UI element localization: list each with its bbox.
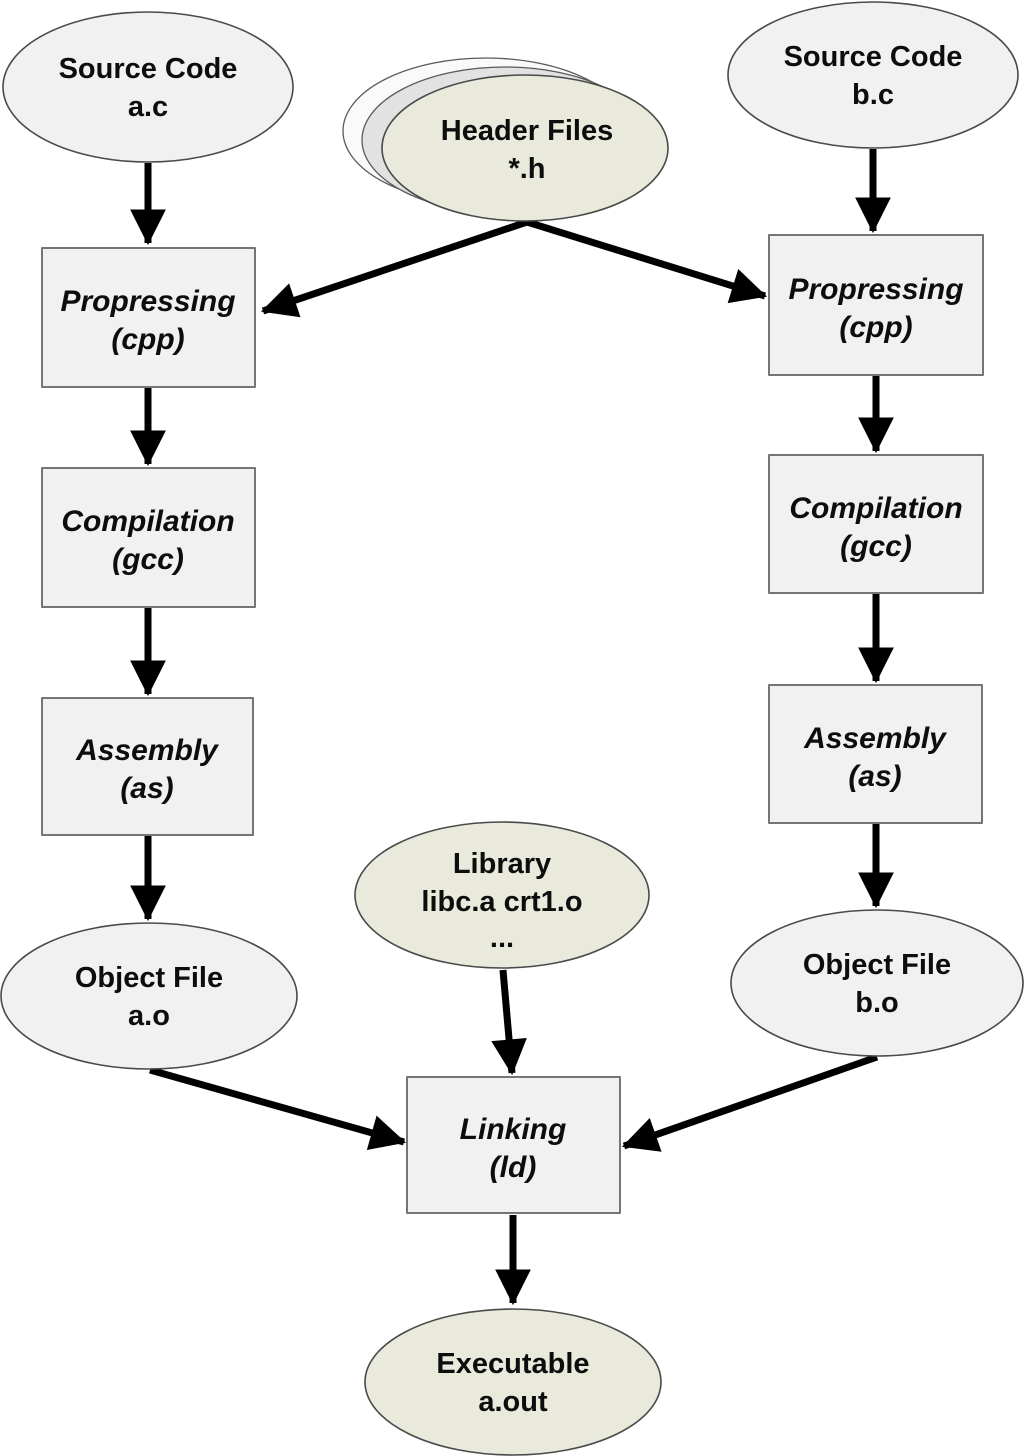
source-b-label-line2: b.c [852,79,894,111]
object-a-label-line1: Object File [75,962,223,994]
library-label-line2: libc.a crt1.o [421,886,582,918]
compile-left-label-line1: Compilation [61,505,234,538]
header-files-label-line2: *.h [508,153,545,185]
executable-ellipse [364,1308,662,1456]
source-a-ellipse [2,11,294,163]
header-files-label-line1: Header Files [441,115,613,147]
preprocess-right-label-line2: (cpp) [839,311,912,344]
node-object-file-b: Object File b.o [730,909,1024,1057]
assembly-left-label-line2: (as) [120,772,173,805]
node-compile-left: Compilation (gcc) [41,467,256,608]
object-b-ellipse [730,909,1024,1057]
object-a-label-line2: a.o [128,1000,170,1032]
assembly-right-label-line2: (as) [848,760,901,793]
preprocess-left-box [41,247,256,388]
node-library: Library libc.a crt1.o ... [354,821,650,969]
node-source-code-b: Source Code b.c [727,1,1019,149]
arrow-library-to-linking [491,969,527,1076]
arrow-header-to-preprocess-right [525,218,768,304]
node-executable: Executable a.out [364,1308,662,1456]
object-b-label-line2: b.o [855,987,899,1019]
header-files-front-ellipse [381,74,669,222]
compile-left-label-line2: (gcc) [112,543,184,576]
node-source-code-a: Source Code a.c [2,11,294,163]
object-b-label-line1: Object File [803,949,951,981]
source-b-ellipse [727,1,1019,149]
linking-box [406,1076,621,1214]
diagram-arrows [130,149,894,1306]
node-preprocess-right: Propressing (cpp) [768,234,984,376]
assembly-left-box [41,697,254,836]
library-label-line1: Library [453,848,551,880]
library-label-line3: ... [490,922,514,954]
node-preprocess-left: Propressing (cpp) [41,247,256,388]
linking-label-line2: (ld) [490,1151,537,1184]
assembly-left-label-line1: Assembly [75,734,219,767]
node-assembly-right: Assembly (as) [768,684,983,824]
arrow-object-a-to-linking [149,1066,407,1151]
executable-label-line1: Executable [436,1348,589,1380]
preprocess-right-box [768,234,984,376]
compile-right-box [768,454,984,594]
assembly-right-box [768,684,983,824]
arrow-header-to-preprocess-left [260,218,529,318]
linking-label-line1: Linking [460,1113,567,1146]
node-object-file-a: Object File a.o [0,922,298,1070]
assembly-right-label-line1: Assembly [803,722,947,755]
node-header-files: Header Files *.h [342,57,669,222]
object-a-ellipse [0,922,298,1070]
arrow-object-b-to-linking [621,1053,879,1152]
preprocess-left-label-line2: (cpp) [111,323,184,356]
source-a-label-line2: a.c [128,91,168,123]
executable-label-line2: a.out [478,1386,548,1418]
node-compile-right: Compilation (gcc) [768,454,984,594]
compile-right-label-line1: Compilation [789,492,962,525]
compile-left-box [41,467,256,608]
preprocess-right-label-line1: Propressing [788,273,963,306]
source-b-label-line1: Source Code [784,41,963,73]
node-linking: Linking (ld) [406,1076,621,1214]
compile-right-label-line2: (gcc) [840,530,912,563]
node-assembly-left: Assembly (as) [41,697,254,836]
preprocess-left-label-line1: Propressing [60,285,235,318]
source-a-label-line1: Source Code [59,53,238,85]
library-ellipse [354,821,650,969]
